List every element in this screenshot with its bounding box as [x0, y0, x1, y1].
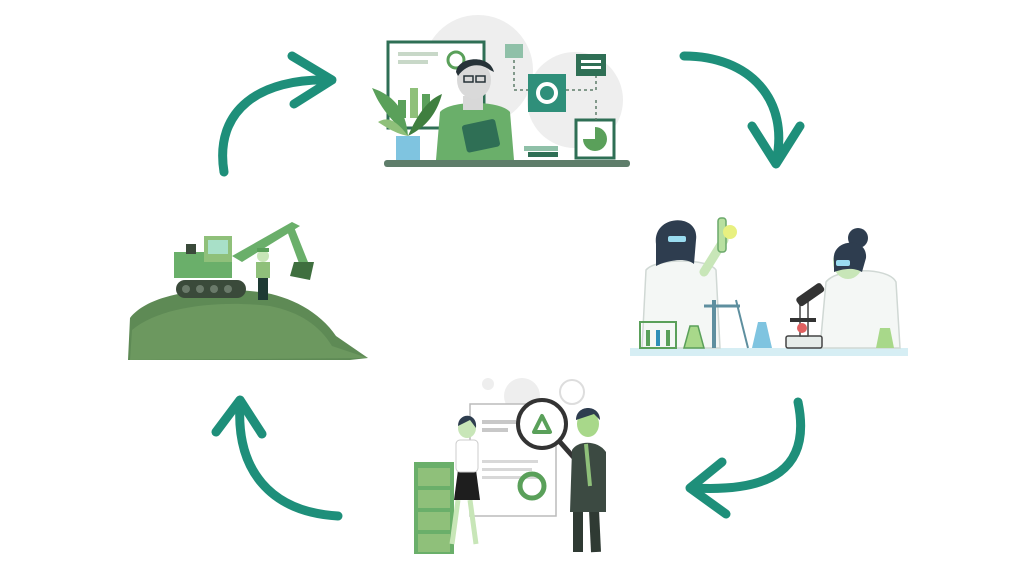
arrow-top-left-icon [218, 51, 337, 177]
arrow-bottom-right-icon [685, 397, 806, 519]
person-at-dashboard-icon [372, 15, 630, 167]
arrow-bottom-left-icon [211, 395, 343, 521]
lab-scientists-icon [630, 217, 908, 356]
arrow-top-right-icon [679, 51, 805, 169]
excavator-on-hill-icon [128, 222, 368, 360]
recycling-report-icon [414, 378, 606, 554]
